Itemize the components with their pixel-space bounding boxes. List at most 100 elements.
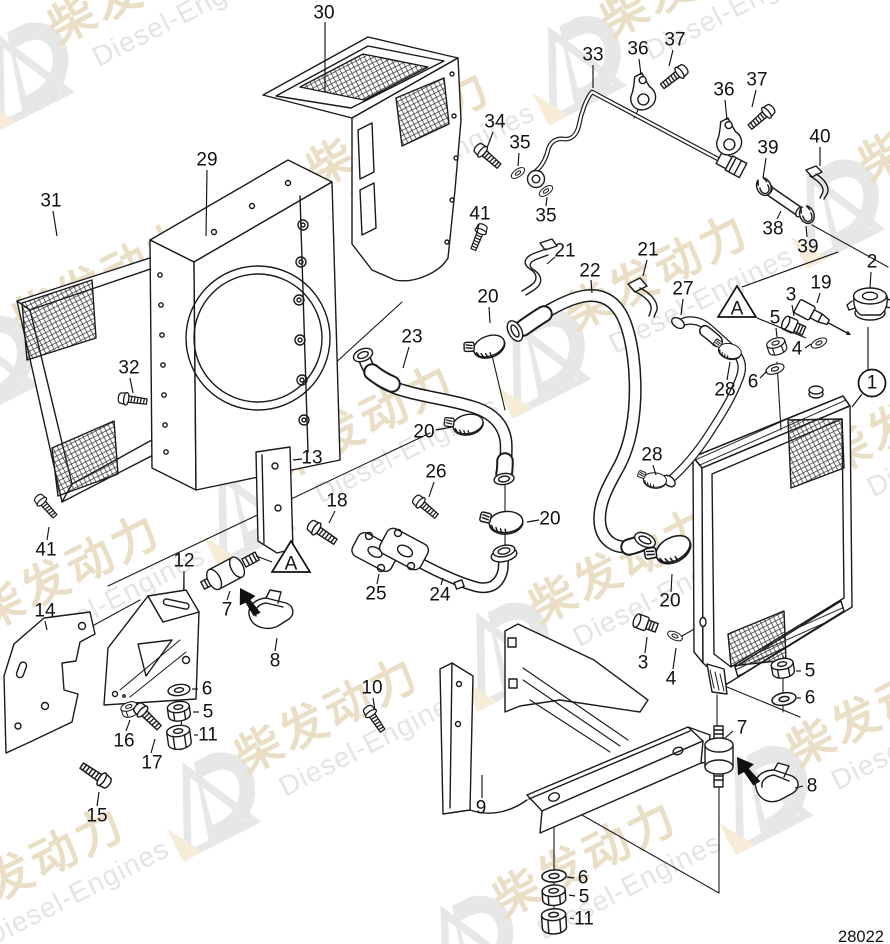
part-callout-25: 25 [365, 584, 386, 605]
part-24-pipe [378, 527, 518, 594]
part-callout-27: 27 [672, 279, 693, 300]
leader-line [292, 458, 303, 461]
detail-marker-triangle [270, 539, 312, 573]
leader-line [776, 210, 782, 220]
leader-line [804, 343, 812, 349]
part-callout-28: 28 [714, 380, 735, 401]
assembly-ref-circle [857, 368, 887, 398]
part-callout-17: 17 [141, 753, 162, 774]
leader-line [775, 327, 778, 338]
part-callout-10: 10 [361, 678, 382, 699]
part-25-gasket [351, 531, 399, 573]
part-callout-36: 36 [713, 80, 734, 101]
leader-line [741, 251, 839, 288]
leader-line [372, 697, 376, 711]
part-callout-15: 15 [86, 806, 107, 827]
part-11-nut [165, 723, 193, 752]
leader-line [759, 370, 768, 379]
part-callout-13: 13 [301, 448, 322, 469]
part-callout-41: 41 [35, 540, 56, 561]
logo-accent-triangle [719, 822, 756, 855]
leader-line [52, 210, 58, 237]
leader-line [724, 99, 728, 121]
part-callout-40: 40 [809, 127, 830, 148]
part-callout-16: 16 [113, 731, 134, 752]
part-callout-6: 6 [805, 688, 816, 709]
drawing-number: 28022 [838, 928, 884, 944]
part-callout-3: 3 [786, 285, 797, 306]
leader-line [226, 590, 231, 601]
part-callout-24: 24 [429, 585, 451, 606]
part-callout-9: 9 [476, 798, 487, 819]
part-callout-20: 20 [413, 422, 434, 443]
leader-line [642, 259, 648, 277]
leader-line [816, 292, 821, 304]
part-callout-A: A [731, 299, 744, 320]
part-callout-36: 36 [627, 39, 648, 60]
part-callout-37: 37 [664, 30, 685, 51]
part-22-upper-hose [506, 289, 657, 556]
part-callout-5: 5 [579, 887, 590, 908]
leader-line [751, 89, 757, 108]
leader-line [652, 464, 657, 476]
part-7-mount [704, 725, 734, 788]
part-callout-5: 5 [805, 661, 816, 682]
part-callout-20: 20 [659, 591, 680, 612]
leader-line [274, 637, 278, 652]
part-callout-34: 34 [484, 112, 506, 133]
part-callout-19: 19 [810, 273, 831, 294]
part-callout-35: 35 [509, 133, 530, 154]
leader-line [488, 306, 491, 324]
leader-line [46, 526, 50, 541]
leader-line [545, 196, 548, 207]
leader-line [794, 785, 804, 789]
part-40-clip [805, 165, 829, 200]
part-5-nut [540, 883, 567, 907]
part-callout-8: 8 [807, 776, 818, 797]
leader-line [376, 573, 380, 585]
leader-line [476, 223, 480, 234]
part-callout-20: 20 [477, 287, 498, 308]
part-callout-18: 18 [326, 491, 347, 512]
leader-line [756, 317, 807, 339]
part-callout-38: 38 [762, 219, 783, 240]
part-11-nut [540, 907, 568, 936]
part-callout-4: 4 [666, 669, 677, 690]
part-3-plug [632, 613, 659, 633]
part-callout-26: 26 [425, 462, 446, 483]
leader-line [440, 577, 444, 586]
leader-line [851, 393, 863, 408]
leader-line [568, 894, 576, 897]
logo-accent-triangle [166, 829, 203, 862]
part-14-bracket [3, 611, 96, 754]
leader-line [125, 719, 131, 732]
leader-line [328, 510, 336, 524]
leader-line [517, 152, 520, 167]
leader-line [668, 49, 674, 67]
part-callout-7: 7 [222, 600, 233, 621]
leader-line [726, 361, 731, 381]
part-callout-11: 11 [198, 725, 218, 746]
leader-line [569, 917, 575, 920]
part-callout-4: 4 [792, 339, 803, 360]
leader-line [791, 304, 795, 317]
leader-line [526, 519, 540, 523]
leader-line [150, 738, 156, 754]
part-callout-A: A [285, 554, 298, 575]
leader-line [805, 225, 808, 238]
part-callout-20: 20 [539, 509, 560, 530]
part-callout-2: 2 [867, 252, 878, 273]
part-callout-30: 30 [313, 3, 334, 24]
part-33-pipe [526, 89, 748, 189]
part-3-plug [780, 315, 807, 336]
part-callout-21: 21 [637, 240, 658, 261]
leader-line [435, 426, 453, 431]
part-callout-5: 5 [770, 308, 781, 329]
part-callout-37: 37 [746, 70, 767, 91]
part-23-lower-hose [352, 347, 515, 486]
part-callout-11: 11 [574, 909, 594, 930]
leader-line [869, 271, 872, 289]
part-21-clip [627, 277, 658, 318]
part-callout-6: 6 [748, 372, 759, 393]
